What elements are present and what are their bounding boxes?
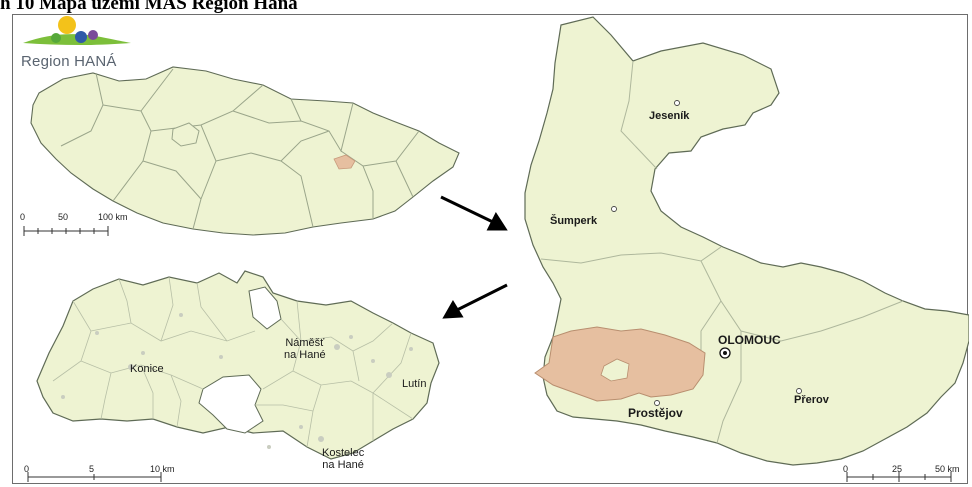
arrow-to-region-head	[486, 211, 508, 231]
highlight-hole	[600, 358, 630, 382]
detail-hole-center	[198, 374, 264, 434]
city-label-prostejov: Prostějov	[628, 406, 683, 420]
overview-map	[23, 66, 460, 236]
czech-republic-outline	[30, 66, 460, 236]
settlement-patches	[61, 313, 413, 449]
map-canvas	[23, 16, 969, 482]
town-label-konice: Konice	[130, 363, 164, 375]
prague-outline	[171, 122, 200, 147]
region-map	[524, 16, 969, 482]
prostejov-marker	[654, 400, 660, 406]
detail-scale-label-10: 10 km	[150, 464, 175, 474]
logo-dot-purple	[88, 30, 98, 40]
town-label-namest-na-hane: Náměšť na Hané	[284, 337, 326, 361]
arrow-to-detail	[454, 283, 508, 313]
jesenik-marker	[674, 100, 680, 106]
sumperk-marker	[611, 206, 617, 212]
logo-sun	[58, 16, 76, 34]
region-hana-logo	[23, 16, 131, 45]
city-markers	[611, 100, 802, 406]
city-label-jesenik: Jeseník	[649, 110, 690, 122]
detail-scale-bar	[27, 472, 162, 482]
detail-map	[27, 270, 440, 482]
map-figure	[12, 14, 969, 484]
region-scale-bar	[846, 472, 952, 482]
city-label-olomouc: OLOMOUC	[718, 333, 781, 347]
arrow-to-region	[440, 195, 496, 225]
overview-scale-label-100: 100 km	[98, 212, 128, 222]
logo-text: Region HANÁ	[21, 53, 117, 70]
municipality-borders	[52, 276, 414, 448]
arrows	[440, 195, 508, 319]
town-label-kostelec-na-hane: Kostelec na Hané	[322, 447, 365, 471]
city-label-prerov: Přerov	[794, 394, 829, 406]
prerov-marker	[796, 388, 802, 394]
region-scale-label-0: 0	[843, 464, 849, 474]
region-scale-label-50: 50 km	[935, 464, 960, 474]
figure-caption: h 10 Mapa území MAS Region Haná	[0, 0, 298, 14]
mas-region-outline	[36, 270, 440, 460]
overview-scale-label-0: 0	[20, 212, 26, 222]
detail-scale-label-0: 0	[24, 464, 30, 474]
region-hana-highlight-small	[333, 154, 356, 170]
overview-scale-label-50: 50	[58, 212, 69, 222]
arrow-to-detail-head	[442, 300, 464, 319]
logo-dot-blue	[75, 31, 87, 43]
region-scale-label-25: 25	[892, 464, 903, 474]
detail-scale-label-5: 5	[89, 464, 95, 474]
logo-dot-green	[51, 33, 61, 43]
olomouc-marker-dot	[723, 351, 727, 355]
overview-scale-bar	[23, 226, 109, 236]
town-label-lutin: Lutín	[402, 378, 427, 390]
city-label-sumperk: Šumperk	[550, 215, 598, 227]
